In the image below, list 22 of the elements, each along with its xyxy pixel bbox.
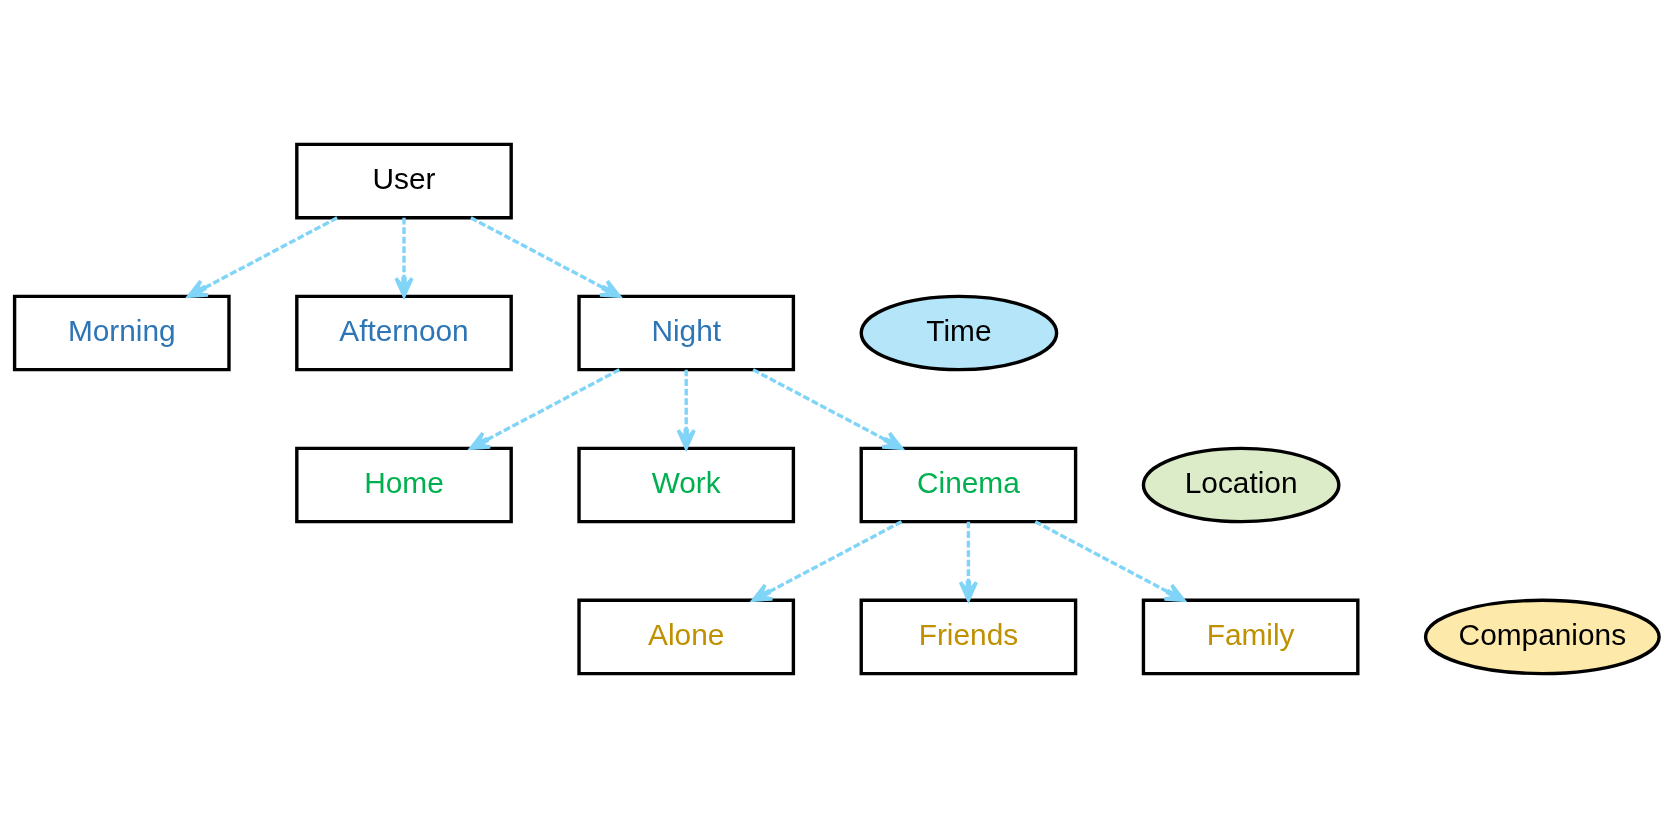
arrow xyxy=(186,216,338,298)
node-box: Morning xyxy=(12,294,231,372)
node-ellipse: Location xyxy=(1141,446,1341,524)
arrow xyxy=(958,521,979,602)
node-box: Cinema xyxy=(859,446,1078,524)
node-ellipse: Companions xyxy=(1423,598,1661,676)
node-box: Alone xyxy=(577,598,796,676)
arrow xyxy=(469,368,621,450)
node-box: Night xyxy=(577,294,796,372)
arrow xyxy=(1034,520,1186,602)
arrow xyxy=(470,216,621,298)
node-box: User xyxy=(295,142,513,220)
node-box: Work xyxy=(577,446,796,524)
node-box: Afternoon xyxy=(295,294,513,372)
node-box: Home xyxy=(295,446,513,524)
node-ellipse: Time xyxy=(859,294,1059,372)
arrow xyxy=(394,217,414,298)
node-box: Family xyxy=(1141,598,1360,676)
arrow xyxy=(752,368,904,450)
arrow xyxy=(751,520,903,602)
arrow xyxy=(676,369,696,450)
node-box: Friends xyxy=(859,598,1078,676)
